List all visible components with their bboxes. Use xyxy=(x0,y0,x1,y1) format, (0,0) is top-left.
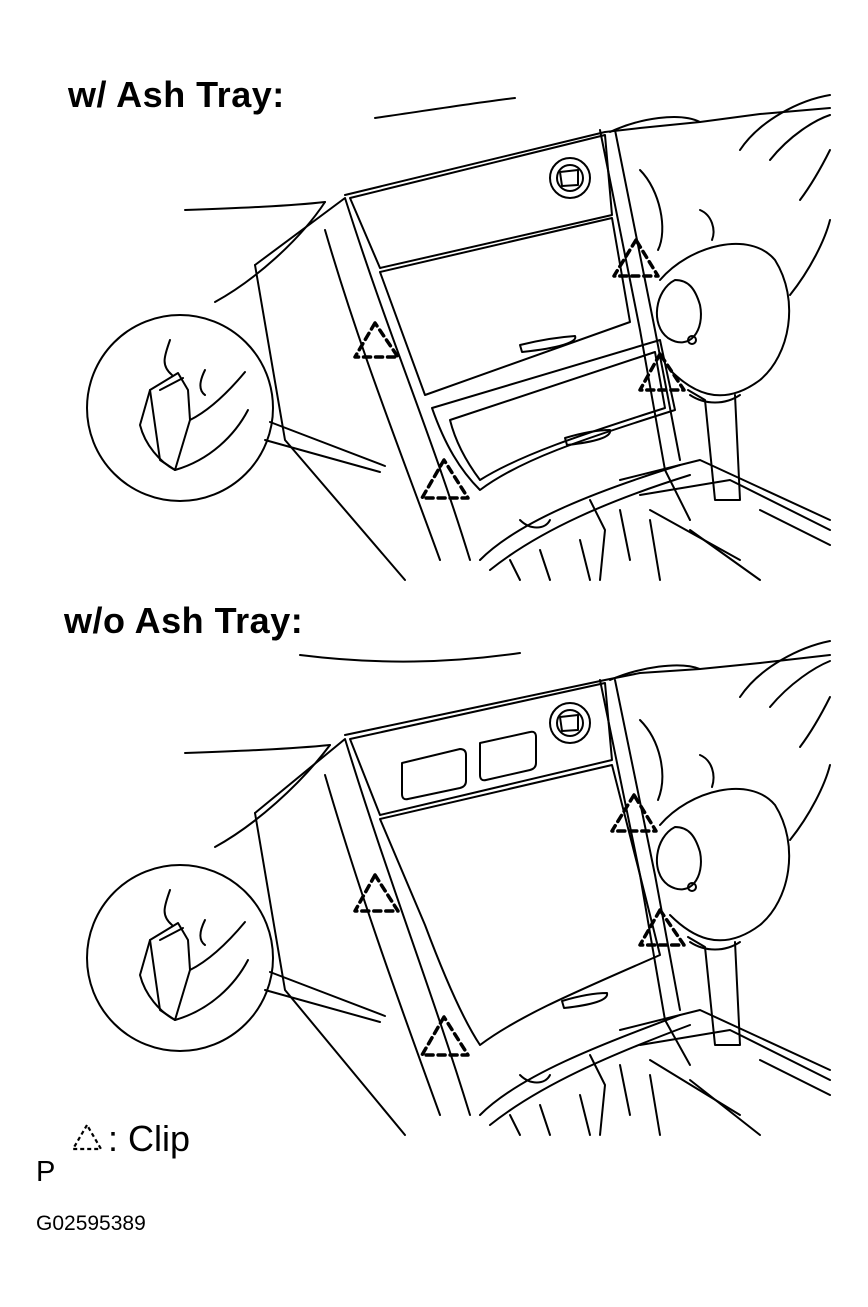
legend-clip-label: : Clip xyxy=(108,1118,191,1159)
clip-triangle-icon xyxy=(70,1122,104,1157)
page-letter: P xyxy=(36,1156,56,1188)
console-panel-with-ash-tray-drawing xyxy=(86,94,831,581)
heading-without-ash-tray: w/o Ash Tray: xyxy=(64,600,304,641)
console-panel-without-ash-tray-drawing xyxy=(86,640,831,1136)
legend: : Clip xyxy=(70,1118,190,1160)
figure-id: G02595389 xyxy=(36,1212,146,1235)
heading-with-ash-tray: w/ Ash Tray: xyxy=(68,74,285,115)
